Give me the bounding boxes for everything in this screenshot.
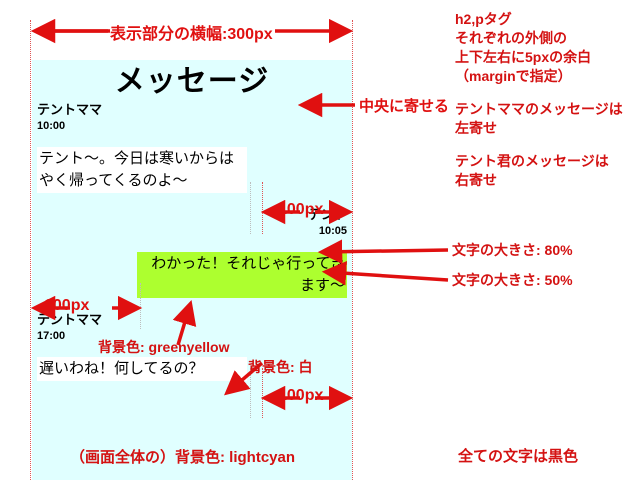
annotation-gap-3: 100px (278, 387, 324, 404)
annotation-font-size-50: 文字の大きさ: 50% (452, 272, 573, 288)
annotation-overall-background: （画面全体の）背景色: lightcyan (70, 449, 296, 466)
message-bubble: 遅いわね！何してるの？ (37, 357, 247, 381)
message-time: 10:05 (318, 225, 347, 238)
annotation-font-size-80: 文字の大きさ: 80% (452, 242, 573, 258)
guide-line-bubble-right-edge (250, 182, 251, 234)
annotation-left-align-note: テントママのメッセージは 左寄せ (455, 101, 623, 136)
guide-line-green-left-edge (140, 283, 141, 329)
annotation-bg-white: 背景色: 白 (248, 359, 313, 375)
message-bubble: わかった！それじゃ行ってきます〜 (137, 252, 347, 298)
message-bubble: テント〜。今日は寒いからはやく帰ってくるのよ〜 (37, 147, 247, 193)
message-block-1: テントママ 10:00 テント〜。今日は寒いからはやく帰ってくるのよ〜 (37, 102, 347, 193)
annotation-bg-greenyellow: 背景色: greenyellow (98, 339, 230, 355)
message-time: 17:00 (37, 330, 66, 343)
annotation-gap-2: 100px (44, 297, 90, 314)
guide-line-inner-1 (262, 182, 263, 234)
annotation-screen-width: 表示部分の横幅:300px (110, 26, 273, 43)
guide-line-left (30, 20, 31, 480)
message-time: 10:00 (37, 120, 66, 133)
guide-line-right (352, 20, 353, 480)
annotation-gap-1: 100px (278, 201, 324, 218)
message-block-2: テント 10:05 わかった！それじゃ行ってきます〜 (37, 207, 347, 298)
annotation-all-text-black: 全ての文字は黒色 (458, 448, 579, 465)
message-screen-panel: メッセージ テントママ 10:00 テント〜。今日は寒いからはやく帰ってくるのよ… (32, 60, 352, 480)
annotation-margin-note: h2,pタグ それぞれの外側の 上下左右に5pxの余白 （marginで指定） (455, 11, 592, 84)
annotation-right-align-note: テント君のメッセージは 右寄せ (455, 153, 609, 188)
message-sender: テントママ (37, 102, 103, 117)
annotation-center-align: 中央に寄せる (359, 98, 450, 115)
page-title: メッセージ (114, 65, 270, 98)
